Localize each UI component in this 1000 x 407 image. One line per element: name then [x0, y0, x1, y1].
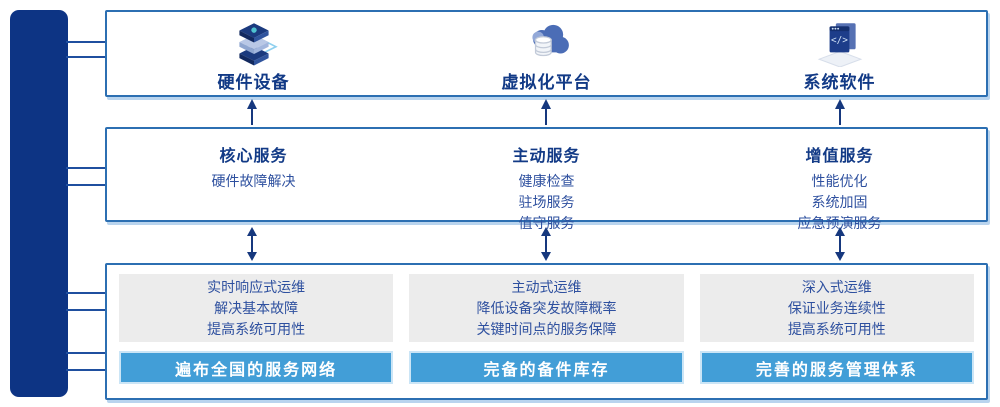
advantage-banner-network: 遍布全国的服务网络: [119, 351, 394, 384]
positioning-panel: 深入式运维 保证业务连续性 提高系统可用性: [699, 274, 974, 342]
tech-label-hardware: 硬件设备: [217, 73, 290, 92]
svc-item: 值守服务: [518, 215, 575, 231]
svc-col-proactive: 主动服务 健康检查 驻场服务 值守服务: [400, 129, 693, 231]
positioning-panel: 实时响应式运维 解决基本故障 提高系统可用性: [119, 274, 394, 342]
server-stack-icon: [238, 23, 278, 66]
pos-line: 保证业务连续性: [787, 299, 886, 316]
pos-col-realtime: 实时响应式运维 解决基本故障 提高系统可用性 遍布全国的服务网络: [119, 274, 394, 384]
connector-line: [66, 56, 105, 58]
svg-text:</>: </>: [831, 35, 848, 46]
up-arrow: [247, 99, 257, 125]
pos-col-proactive: 主动式运维 降低设备突发故障概率 关键时间点的服务保障 完备的备件库存: [409, 274, 684, 384]
category-rail: [10, 10, 68, 397]
tech-col-virtualization: 虚拟化平台: [400, 12, 693, 95]
advantage-banner-spares: 完备的备件库存: [409, 351, 684, 384]
advantage-banner-management: 完善的服务管理体系: [699, 351, 974, 384]
pos-line: 提高系统可用性: [787, 320, 886, 337]
software-window-icon: </>: [817, 23, 862, 67]
connector-line: [66, 41, 105, 43]
connector-line: [66, 309, 105, 311]
svc-item: 系统加固: [811, 194, 868, 210]
svc-title-core: 核心服务: [219, 148, 288, 165]
pos-line: 实时响应式运维: [207, 278, 306, 295]
connector-line: [66, 292, 105, 294]
up-arrow: [541, 99, 551, 125]
pos-line: 关键时间点的服务保障: [476, 320, 617, 337]
positioning-panel: 主动式运维 降低设备突发故障概率 关键时间点的服务保障: [409, 274, 684, 342]
pos-line: 降低设备突发故障概率: [476, 299, 617, 316]
svc-item: 健康检查: [518, 173, 575, 189]
svc-title-value-added: 增值服务: [805, 148, 874, 165]
svc-title-proactive: 主动服务: [512, 148, 581, 165]
double-arrow: [247, 227, 257, 261]
connector-line: [66, 184, 105, 186]
double-arrow: [835, 227, 845, 261]
connector-line: [66, 352, 105, 354]
connector-line: [66, 369, 105, 371]
positioning-box: 实时响应式运维 解决基本故障 提高系统可用性 遍布全国的服务网络 主动式运维 降…: [105, 263, 988, 400]
connector-line: [66, 167, 105, 169]
tech-col-hardware: 硬件设备: [107, 12, 400, 95]
tech-col-software: </> 系统软件: [693, 12, 986, 95]
pos-line: 深入式运维: [801, 278, 872, 295]
tech-label-software: 系统软件: [803, 73, 876, 92]
pos-line: 主动式运维: [511, 278, 582, 295]
pos-line: 提高系统可用性: [207, 320, 306, 337]
tech-direction-box: 硬件设备 虚拟化平台: [105, 10, 988, 97]
svc-col-core: 核心服务 硬件故障解决: [107, 129, 400, 220]
pos-line: 解决基本故障: [214, 299, 299, 316]
product-content-box: 核心服务 硬件故障解决 主动服务 健康检查 驻场服务 值守服务 增值服务 性能优…: [105, 127, 988, 231]
pos-col-deep: 深入式运维 保证业务连续性 提高系统可用性 完善的服务管理体系: [699, 274, 974, 384]
svc-item: 硬件故障解决: [211, 173, 296, 189]
double-arrow: [541, 227, 551, 261]
svc-col-value-added: 增值服务 性能优化 系统加固 应急预演服务: [693, 129, 986, 231]
svc-item: 性能优化: [811, 173, 868, 189]
tech-label-virtualization: 虚拟化平台: [501, 73, 592, 92]
svc-item: 驻场服务: [518, 194, 575, 210]
up-arrow: [835, 99, 845, 125]
svc-item: 应急预演服务: [797, 215, 882, 231]
cloud-database-icon: [531, 24, 569, 57]
